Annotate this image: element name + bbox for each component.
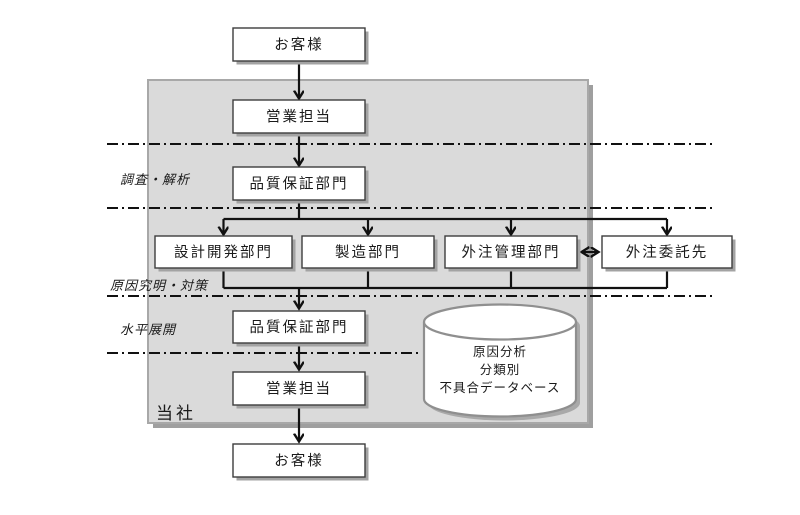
node-label: お客様: [274, 37, 324, 54]
node-design-dev: 設計開発部門: [154, 235, 296, 272]
node-label: 外注管理部門: [462, 244, 561, 261]
node-outsourcing-vendor: 外注委託先: [601, 235, 736, 272]
node-label: 設計開発部門: [174, 244, 273, 261]
process-nodes: お客様 営業担当 品質保証部門 設計開発部門 製造部門 外注管理部門: [154, 27, 736, 481]
node-manufacturing: 製造部門: [301, 235, 438, 272]
node-box: [232, 310, 366, 344]
database-cylinder: 原因分析 分類別 不具合データベース: [422, 303, 580, 421]
collector-line: [222, 268, 669, 290]
node-box: [301, 235, 435, 269]
node-label: 品質保証部門: [250, 175, 349, 193]
node-qa-bottom: 品質保証部門: [232, 310, 369, 347]
node-label: 営業担当: [266, 109, 332, 126]
phase-label-horizontal-deployment: 水平展開: [120, 322, 177, 337]
phase-dividers: [107, 143, 713, 354]
database-label-line2: 分類別: [480, 363, 521, 377]
node-qa-top: 品質保証部門: [232, 166, 369, 204]
database-label-line1: 原因分析: [473, 345, 527, 359]
node-sales-bottom: 営業担当: [232, 371, 369, 409]
node-label: 営業担当: [266, 381, 332, 398]
node-box: [232, 99, 366, 134]
node-box: [154, 235, 293, 269]
company-region-label: 当社: [156, 404, 196, 423]
node-label: お客様: [274, 453, 324, 470]
node-box: [232, 166, 366, 201]
node-box: [232, 371, 366, 406]
node-box: [232, 27, 366, 62]
database-label-line3: 不具合データベース: [440, 380, 561, 395]
cylinder-top: [422, 303, 578, 341]
cylinder-body: [422, 322, 578, 418]
node-box: [601, 235, 733, 269]
node-label: 品質保証部門: [250, 318, 349, 336]
node-label: 外注委託先: [626, 244, 709, 261]
node-customer-bottom: お客様: [232, 443, 369, 481]
node-outsourcing-mgmt: 外注管理部門: [444, 235, 581, 272]
node-customer-top: お客様: [232, 27, 369, 65]
node-box: [232, 443, 366, 478]
phase-label-root-cause: 原因究明・対策: [110, 278, 209, 293]
node-box: [444, 235, 578, 269]
node-label: 製造部門: [335, 244, 401, 261]
node-sales-top: 営業担当: [232, 99, 369, 137]
phase-label-investigation: 調査・解析: [120, 172, 191, 187]
